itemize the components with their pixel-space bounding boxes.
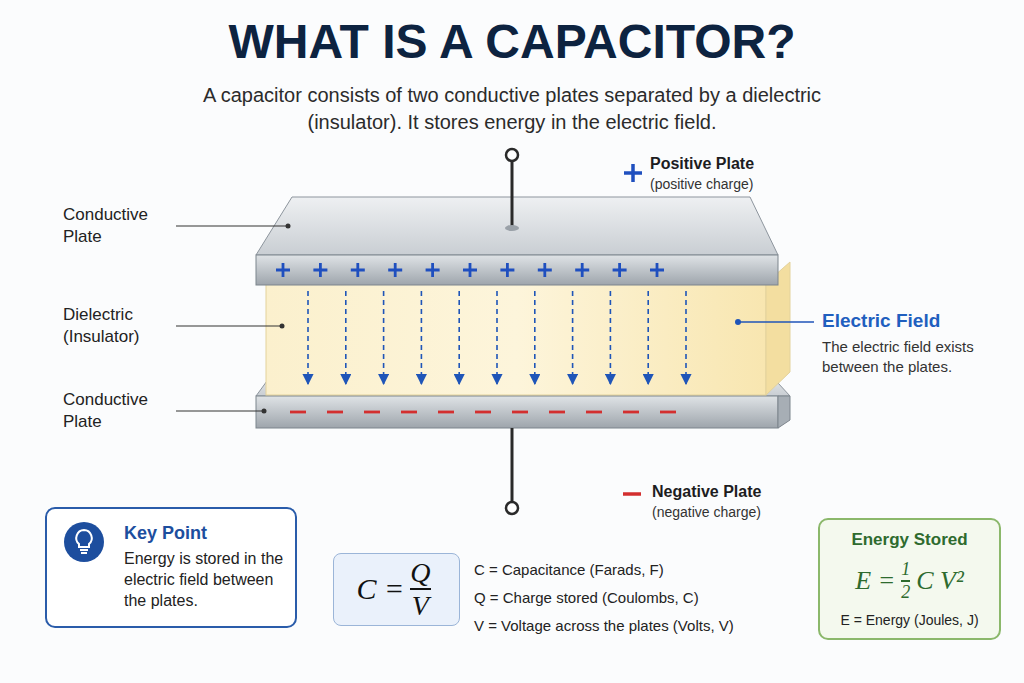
- field-arrow: [610, 291, 612, 384]
- part-label: Conductive Plate: [63, 389, 173, 433]
- plus-sign: [538, 263, 552, 277]
- leader-line: [176, 325, 282, 326]
- fraction-bottom: V: [412, 591, 429, 620]
- field-arrow: [383, 291, 385, 384]
- minus-sign: [549, 411, 565, 414]
- field-arrow: [572, 291, 574, 384]
- field-label: Electric Field: [822, 309, 1012, 334]
- minus-sign: [401, 411, 417, 414]
- plus-sign: [388, 263, 402, 277]
- part-label: Dielectric (Insulator): [63, 304, 173, 348]
- plate-label: Positive Plate: [650, 154, 850, 175]
- fraction-bottom: 2: [901, 583, 910, 602]
- minus-sign: [475, 411, 491, 414]
- key-point-box: Key PointEnergy is stored in the electri…: [45, 507, 297, 628]
- box-heading: Key Point: [124, 523, 285, 544]
- field-arrow: [685, 291, 687, 384]
- plus-sign: [613, 263, 627, 277]
- definition: Q = Charge stored (Coulombs, C): [474, 588, 804, 608]
- formula: C V²: [916, 566, 964, 596]
- formula: E =: [855, 566, 895, 596]
- energy-box: Energy Stored E = 1 2 C V² E = Energy (Joules…: [818, 518, 1001, 640]
- leader-line: [176, 410, 264, 411]
- plus-sign: [650, 263, 664, 277]
- field-arrow: [458, 291, 460, 384]
- subtitle: A capacitor consists of two conductive p…: [192, 82, 832, 136]
- fraction-top: 1: [901, 560, 910, 579]
- minus-sign: [327, 411, 343, 414]
- box-body: Energy is stored in the electric field b…: [124, 549, 285, 611]
- minus-sign: [364, 411, 380, 414]
- definition: V = Voltage across the plates (Volts, V): [474, 616, 804, 636]
- minus-sign: [623, 411, 639, 414]
- formula: C =: [357, 572, 405, 606]
- leader-dot: [280, 324, 285, 329]
- plate-label: Negative Plate: [652, 482, 852, 503]
- terminal: [506, 149, 518, 161]
- field-arrow: [534, 291, 536, 384]
- field-arrow: [647, 291, 649, 384]
- plus-sign: [575, 263, 589, 277]
- definition: C = Capacitance (Farads, F): [474, 560, 804, 580]
- part-label: Conductive Plate: [63, 204, 173, 248]
- lightbulb-icon: [63, 521, 105, 563]
- field-arrow: [307, 291, 309, 384]
- bottom-plate-front: [256, 396, 778, 428]
- formula-box: C =QV: [333, 553, 460, 626]
- box-note: E = Energy (Joules, J): [840, 612, 978, 628]
- terminal-hole: [505, 225, 519, 231]
- field-note: The electric field exists between the pl…: [822, 337, 974, 376]
- top-plate-front: [256, 255, 778, 285]
- fraction-top: Q: [410, 558, 430, 587]
- plus-sign: [313, 263, 327, 277]
- leader-line: [176, 225, 288, 226]
- leader-dot: [735, 319, 741, 325]
- fraction-bar: [901, 580, 910, 582]
- field-arrow: [345, 291, 347, 384]
- terminal-wire: [511, 161, 514, 226]
- minus-sign: [290, 411, 306, 414]
- charge-and-field-marks: [276, 263, 686, 412]
- leader-dot: [286, 224, 291, 229]
- terminal-wire: [511, 428, 514, 502]
- box-heading: Energy Stored: [851, 530, 967, 550]
- leader-line: [738, 321, 814, 322]
- field-arrow: [421, 291, 423, 384]
- leader-dot: [262, 409, 267, 414]
- title: WHAT IS A CAPACITOR?: [0, 14, 1024, 69]
- minus-symbol: [623, 492, 641, 496]
- minus-sign: [660, 411, 676, 414]
- minus-sign: [586, 411, 602, 414]
- plus-symbol: [624, 164, 642, 182]
- plus-sign: [276, 263, 290, 277]
- plate-note: (positive charge): [650, 175, 850, 193]
- field-arrow: [496, 291, 498, 384]
- top-plate-top: [256, 197, 778, 255]
- dielectric: [266, 283, 766, 395]
- minus-sign: [438, 411, 454, 414]
- plus-sign: [351, 263, 365, 277]
- bottom-plate-side: [778, 396, 790, 428]
- minus-sign: [512, 411, 528, 414]
- fraction-bar: [410, 588, 430, 590]
- plus-sign: [426, 263, 440, 277]
- plus-sign: [500, 263, 514, 277]
- plus-sign: [463, 263, 477, 277]
- terminal: [506, 502, 518, 514]
